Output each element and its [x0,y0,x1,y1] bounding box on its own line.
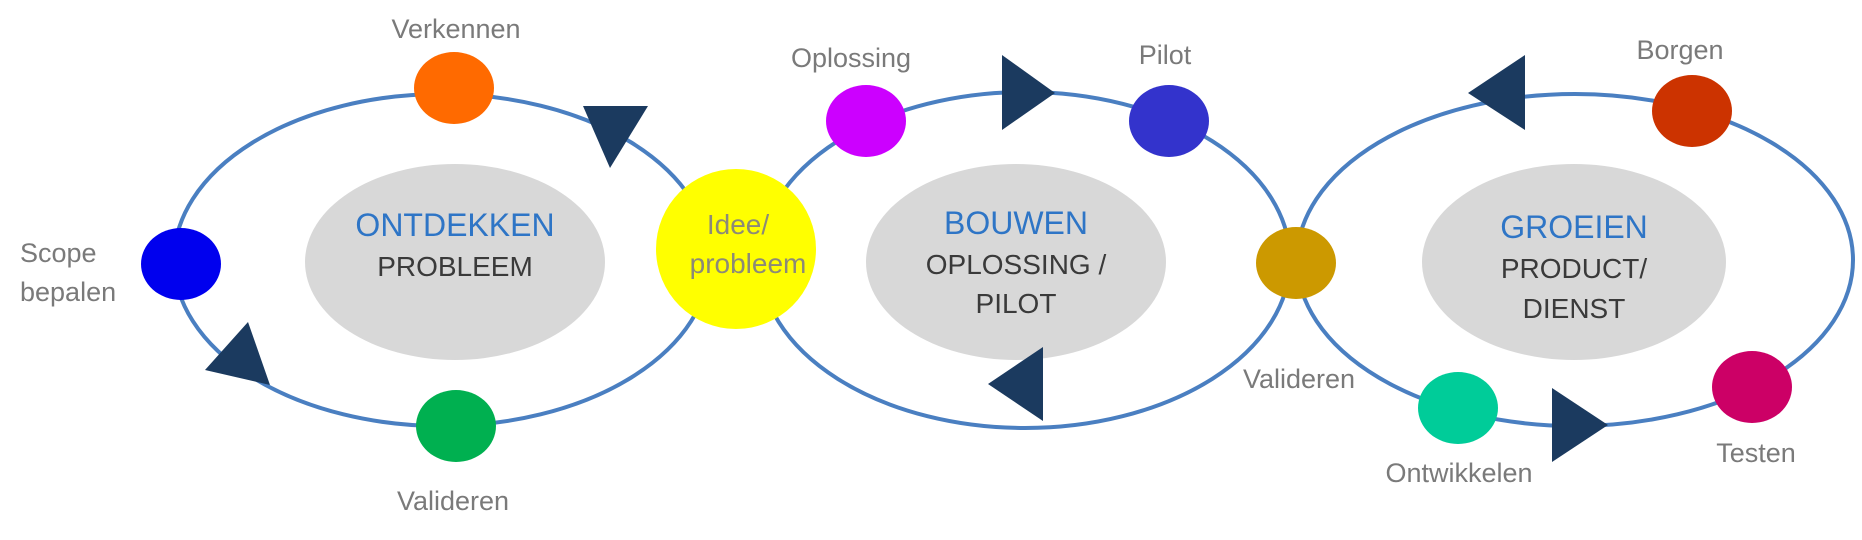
node-idee-probleem-label-line1: Idee/ [707,209,769,240]
node-pilot-label: Pilot [1139,40,1192,70]
node-verkennen-dot [414,52,494,124]
phase-subtitle-groeien-line1: PRODUCT/ [1501,253,1647,284]
node-ontwikkelen-label: Ontwikkelen [1385,458,1532,488]
node-borgen-dot [1652,75,1732,147]
ring2-top-arrow [1002,55,1055,130]
node-scope-bepalen-label-line2: bepalen [20,277,116,307]
node-scope-bepalen-label-line1: Scope [20,238,97,268]
node-verkennen-label: Verkennen [391,14,520,44]
ring2-bottom-arrow [988,347,1043,421]
phase-subtitle-bouwen-line2: PILOT [976,288,1057,319]
ring1-bottom-arrow [205,322,270,385]
phase-oval-ontdekken [305,164,605,360]
node-valideren-2-dot [1256,227,1336,299]
node-scope-bepalen-dot [141,228,221,300]
phase-title-ontdekken: ONTDEKKEN [355,207,554,243]
ring1-top-arrow [583,106,648,168]
node-testen-label: Testen [1716,438,1796,468]
ring3-bottom-arrow [1552,388,1608,462]
phase-oval-bouwen [866,164,1166,360]
phase-title-bouwen: BOUWEN [944,205,1088,241]
phase-subtitle-bouwen-line1: OPLOSSING / [926,249,1107,280]
node-idee-probleem-label-line2: probleem [690,248,807,279]
phase-title-groeien: GROEIEN [1500,209,1648,245]
phase-oval-groeien [1422,164,1726,360]
node-borgen-label: Borgen [1636,35,1723,65]
node-testen-dot [1712,351,1792,423]
phase-subtitle-ontdekken: PROBLEEM [377,251,533,282]
node-idee-probleem-dot [656,169,816,329]
node-pilot-dot [1129,85,1209,157]
phase-subtitle-groeien-line2: DIENST [1523,293,1626,324]
node-valideren-2-label: Valideren [1243,364,1355,394]
node-oplossing-dot [826,85,906,157]
node-oplossing-label: Oplossing [791,43,911,73]
node-valideren-1-label: Valideren [397,486,509,516]
node-valideren-1-dot [416,390,496,462]
ring3-top-arrow [1468,55,1525,130]
node-ontwikkelen-dot [1418,372,1498,444]
